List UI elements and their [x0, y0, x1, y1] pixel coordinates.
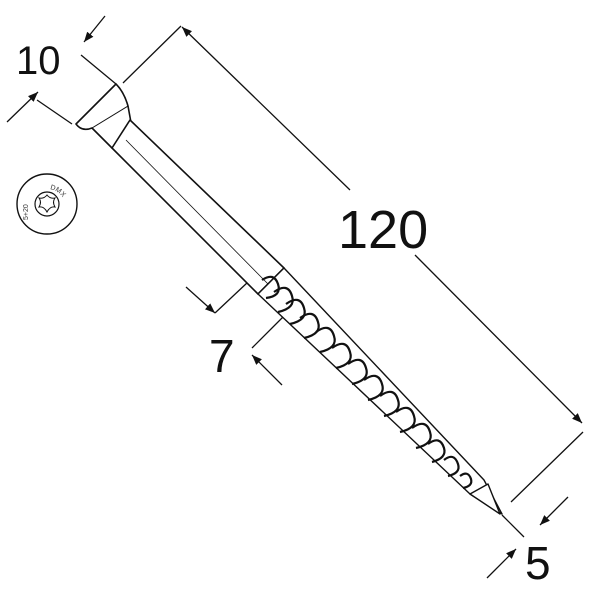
- thread-width-label: 7: [209, 330, 235, 382]
- dimension-line-length-lower: [414, 254, 583, 424]
- extension-line-thread-bottom: [251, 315, 285, 349]
- arrow-thread-bottom: [251, 354, 283, 386]
- arrow-point-top: [539, 496, 569, 526]
- extension-line-length-end: [510, 431, 584, 503]
- extension-line-length-start: [122, 25, 182, 84]
- length-dimension: [122, 25, 584, 503]
- extension-line-thread-top: [214, 281, 249, 314]
- screw-thread: [261, 275, 473, 490]
- extension-line-head-top: [80, 54, 117, 85]
- arrow-head-bottom: [6, 91, 39, 123]
- extension-line-head-bottom: [36, 99, 73, 125]
- screw-side-view: [75, 83, 503, 515]
- head-diameter-label: 10: [16, 39, 61, 83]
- head-marking-bottom: 5+20: [23, 204, 30, 220]
- screw-shank: [111, 119, 285, 295]
- point-diameter-label: 5: [525, 537, 551, 589]
- screw-head-top-view: DMX 5+20: [16, 173, 78, 235]
- thread-width-dimension: [185, 281, 285, 386]
- arrow-point-bottom: [486, 548, 517, 579]
- shank-highlight-line: [125, 139, 269, 285]
- head-underside-line: [91, 105, 129, 129]
- dimension-line-length-upper: [181, 26, 351, 191]
- screw-point: [469, 483, 501, 515]
- length-label: 120: [338, 200, 428, 260]
- arrow-thread-top: [185, 286, 216, 314]
- torx-drive-icon: [37, 194, 57, 214]
- arrow-head-top: [83, 15, 106, 43]
- head-diameter-dimension: [6, 15, 117, 125]
- extension-line-point: [501, 514, 525, 538]
- point-diameter-dimension: [486, 496, 569, 579]
